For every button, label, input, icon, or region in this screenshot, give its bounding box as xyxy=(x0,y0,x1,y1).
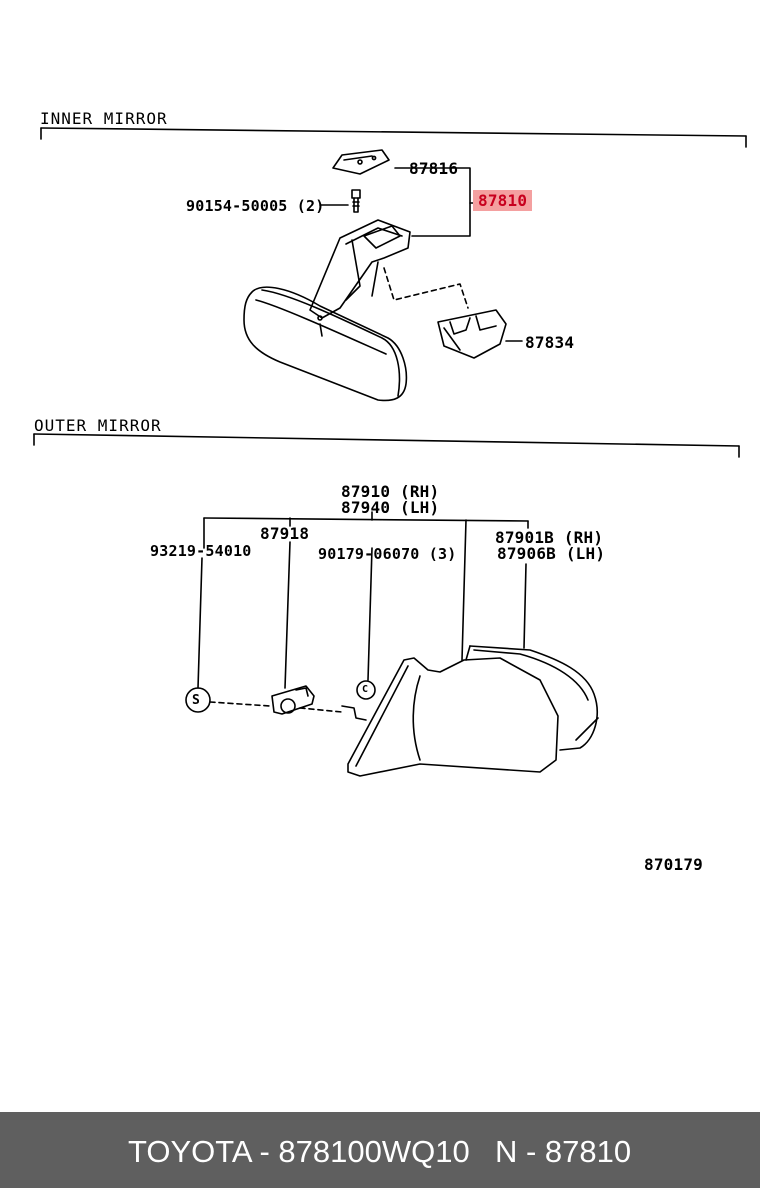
label-87901b-rh[interactable]: 87901B (RH) xyxy=(495,528,604,547)
dashed-link-s xyxy=(209,701,271,707)
inner-section-frame xyxy=(40,127,747,148)
c-symbol-letter: C xyxy=(362,684,369,695)
label-90154-50005[interactable]: 90154-50005 (2) xyxy=(186,197,325,215)
label-87816[interactable]: 87816 xyxy=(409,159,459,178)
part-87918-clip xyxy=(271,685,315,715)
wire-connector xyxy=(341,705,367,721)
outer-mirror-title: OUTER MIRROR xyxy=(34,416,162,435)
label-87910-rh[interactable]: 87910 (RH) xyxy=(341,482,440,501)
footer-ref: N - 87810 xyxy=(495,1134,632,1169)
label-87834[interactable]: 87834 xyxy=(525,333,575,352)
leader-87810 xyxy=(394,167,477,237)
part-outer-mirror-housing xyxy=(347,645,599,777)
inner-mirror-title: INNER MIRROR xyxy=(40,109,168,128)
outer-section-frame xyxy=(33,433,740,458)
dashed-link-87834 xyxy=(383,267,469,309)
part-mirror-stay xyxy=(309,219,411,319)
diagram-art xyxy=(33,127,747,777)
label-87940-lh[interactable]: 87940 (LH) xyxy=(341,498,440,517)
label-87810[interactable]: 87810 xyxy=(473,190,533,211)
part-87834-cover xyxy=(437,309,523,359)
s-symbol-letter: S xyxy=(192,693,201,708)
part-90154-screw xyxy=(319,189,361,213)
c-symbol-circle xyxy=(356,680,376,700)
diagram-code: 870179 xyxy=(644,855,703,874)
label-93219-54010[interactable]: 93219-54010 xyxy=(150,542,252,560)
label-87906b-lh[interactable]: 87906B (LH) xyxy=(497,544,606,563)
label-87918[interactable]: 87918 xyxy=(260,524,310,543)
dashed-link-wire xyxy=(299,707,343,713)
leader-87910-87940 xyxy=(197,511,529,689)
label-90179-06070[interactable]: 90179-06070 (3) xyxy=(318,545,457,563)
footer-brand-part: TOYOTA - 878100WQ10 xyxy=(128,1134,470,1169)
footer-bar: TOYOTA - 878100WQ10 N - 87810 xyxy=(0,1112,760,1188)
part-mirror-body xyxy=(243,286,408,402)
part-87816-plate xyxy=(332,149,390,175)
s-symbol-circle xyxy=(185,687,211,713)
